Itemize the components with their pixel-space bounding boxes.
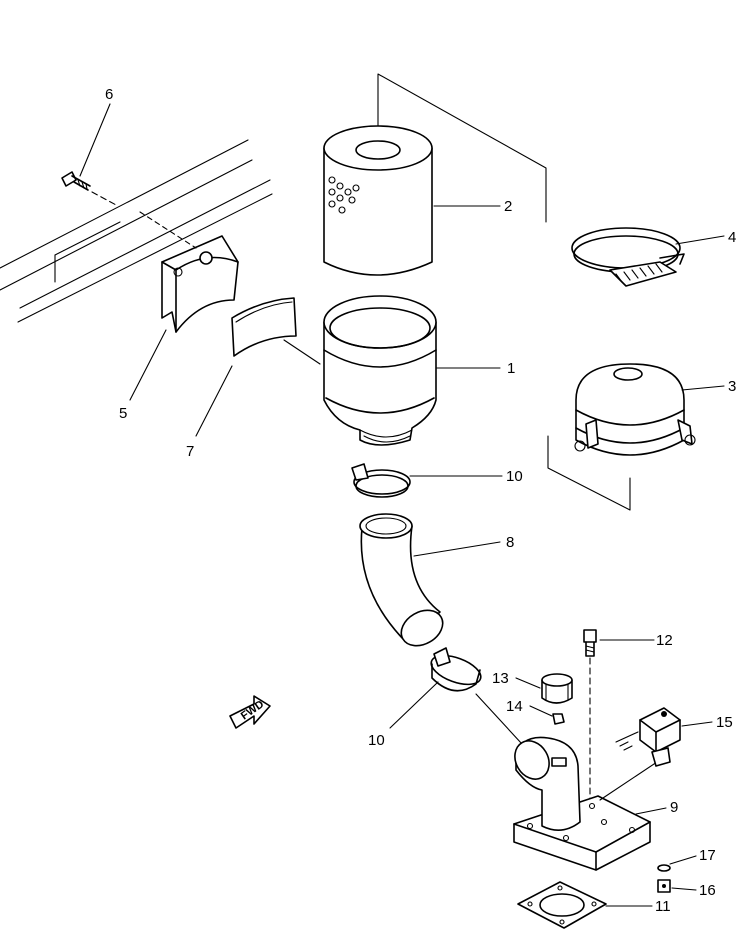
bolt-part-6 — [61, 171, 119, 207]
part-label-12: 12 — [656, 632, 673, 649]
bolt-part-16 — [657, 879, 671, 893]
part-label-5: 5 — [119, 405, 127, 422]
part-label-7: 7 — [186, 443, 194, 460]
hose-clamp-part-10-upper — [351, 463, 411, 498]
part-label-6: 6 — [105, 86, 113, 103]
filter-element-part-2 — [323, 73, 547, 276]
part-label-14: 14 — [506, 698, 523, 715]
part-label-16: 16 — [699, 882, 716, 899]
washer-part-17 — [657, 864, 671, 872]
part-label-2: 2 — [504, 198, 512, 215]
part-label-10-upper: 10 — [506, 468, 523, 485]
hose-clamp-part-10-lower — [430, 647, 523, 745]
part-label-13: 13 — [492, 670, 509, 687]
gasket-part-11 — [517, 881, 607, 929]
inlet-pipe-part-9 — [513, 736, 661, 871]
part-label-9: 9 — [670, 799, 678, 816]
fwd-arrow-icon: FWD — [229, 695, 271, 729]
part-label-8: 8 — [506, 534, 514, 551]
pad-part-7 — [231, 297, 321, 365]
elbow-hose-part-8 — [359, 513, 444, 647]
frame-rail — [0, 139, 273, 323]
nut-part-14 — [552, 713, 565, 725]
air-cleaner-body-part-1 — [323, 295, 437, 446]
bracket-part-5 — [139, 211, 239, 333]
part-label-15: 15 — [716, 714, 733, 731]
part-label-3: 3 — [728, 378, 736, 395]
bolt-part-12 — [583, 629, 597, 811]
part-labels: 6 2 4 1 3 5 7 10 8 12 13 14 15 10 9 17 1… — [105, 86, 736, 915]
part-label-17: 17 — [699, 847, 716, 864]
cap-part-13 — [541, 673, 573, 704]
band-clamp-part-4 — [571, 227, 685, 287]
leader-lines — [79, 103, 725, 907]
element-perforations — [328, 176, 360, 214]
part-label-4: 4 — [728, 229, 736, 246]
cover-part-3 — [547, 363, 696, 511]
part-label-11: 11 — [655, 898, 671, 915]
part-label-1: 1 — [507, 360, 515, 377]
part-label-10-lower: 10 — [368, 732, 385, 749]
sensor-part-15 — [615, 707, 681, 767]
